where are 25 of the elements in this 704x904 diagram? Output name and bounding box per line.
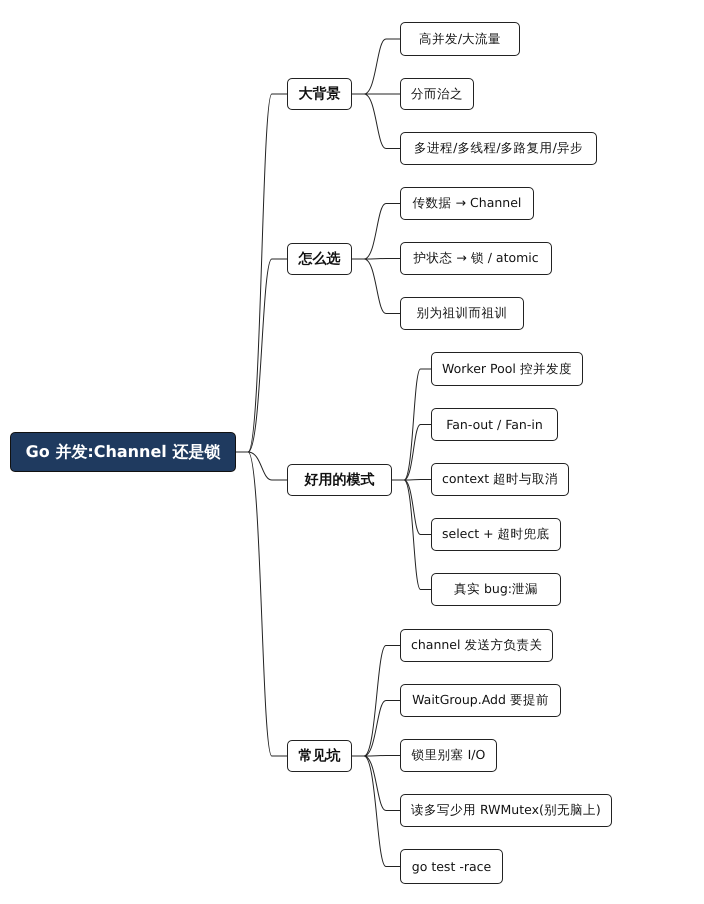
topic-box: 好用的模式	[287, 464, 392, 496]
subtopic-box: 读多写少用 RWMutex(别无脑上)	[400, 794, 612, 827]
connector-line	[352, 756, 400, 867]
subtopic-box: 分而治之	[400, 78, 474, 110]
connector-line	[352, 94, 400, 149]
subtopic-box: go test -race	[400, 849, 503, 884]
subtopic-box: channel 发送方负责关	[400, 629, 554, 662]
subtopic-box: Fan-out / Fan-in	[431, 408, 558, 441]
subtopic-box: context 超时与取消	[431, 463, 570, 496]
subtopic-box: WaitGroup.Add 要提前	[400, 684, 561, 717]
subtopic-box: select + 超时兜底	[431, 518, 561, 551]
topic-box: 大背景	[287, 78, 352, 110]
root-topic-box: Go 并发:Channel 还是锁	[10, 432, 236, 472]
subtopic-box: 传数据 → Channel	[400, 187, 534, 220]
connector-line	[352, 258, 400, 314]
connector-line	[392, 480, 432, 590]
subtopic-box: 别为祖训而祖训	[400, 297, 524, 330]
topic-box: 常见坑	[287, 740, 352, 772]
topic-box: 怎么选	[287, 243, 352, 275]
subtopic-box: 高并发/大流量	[400, 22, 520, 56]
subtopic-box: 锁里别塞 I/O	[400, 739, 497, 772]
subtopic-box: Worker Pool 控并发度	[431, 352, 583, 386]
subtopic-box: 护状态 → 锁 / atomic	[400, 242, 552, 275]
subtopic-box: 真实 bug:泄漏	[431, 573, 561, 606]
subtopic-box: 多进程/多线程/多路复用/异步	[400, 132, 597, 165]
